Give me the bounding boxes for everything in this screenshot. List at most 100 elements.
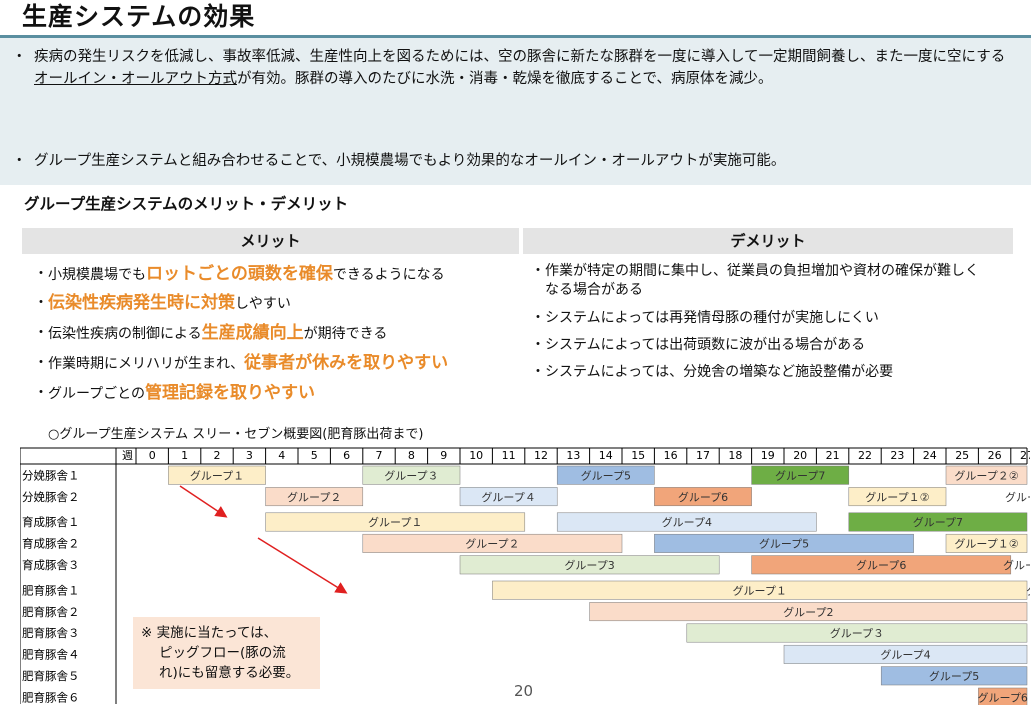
gantt-bar-label: グループ7 (1026, 583, 1030, 597)
section-heading: グループ生産システムのメリット・デメリット (24, 195, 349, 213)
week-number: 18 (728, 449, 742, 462)
merit-text: しやすい (235, 296, 291, 312)
merit-highlight: 管理記録を取りやすい (145, 383, 316, 403)
summary-text: が有効。豚群の導入のたびに水洗・消毒・乾燥を徹底することで、病原体を減少。 (237, 71, 773, 87)
gantt-bar (945, 533, 1028, 553)
bullet: ・ (531, 337, 545, 353)
gantt-bar-label: グループ１ (190, 468, 244, 482)
week-number: 10 (469, 449, 483, 462)
bullet: ・ (531, 310, 545, 326)
week-number: 6 (343, 449, 350, 462)
week-number: 8 (408, 449, 415, 462)
gantt-bar (751, 465, 850, 485)
week-number: 7 (376, 449, 383, 462)
gantt-bar-label: グループ１ (733, 583, 787, 597)
merit-text: 小規模農場でも (48, 267, 146, 283)
week-number: 1 (181, 449, 188, 462)
week-number: 4 (278, 449, 285, 462)
bullet: ・ (34, 325, 48, 341)
gantt-bar-label: グループ１② (954, 537, 1018, 551)
gantt-bar-label: グループ３ (384, 468, 438, 482)
gantt-bar-label: グループ4 (880, 648, 930, 662)
gantt-bar-label: グループ２② (954, 468, 1018, 482)
demerit-text: システムによっては、分娩舎の増築など施設整備が必要 (545, 364, 894, 380)
gantt-bar-label: グループ3 (564, 558, 614, 572)
week-number: 5 (311, 449, 318, 462)
bullet: ・ (34, 266, 48, 282)
week-number: 21 (826, 449, 840, 462)
gantt-bar-label: グループ3② (1005, 490, 1030, 504)
gantt-bar-label: グループ３ (830, 626, 884, 640)
gantt-bar-label: グループ１ (368, 515, 422, 529)
gantt-bar-label: グループ7 (775, 468, 825, 482)
title-rule (0, 35, 1031, 38)
merit-item: ・ 作業時期にメリハリが生まれ、従事者が休みを取りやすい (34, 348, 514, 378)
bullet: ・ (12, 49, 27, 65)
row-label: 肥育豚舎３ (22, 626, 80, 640)
pig-flow-note: ※ 実施に当たっては、 ピッグフロー(豚の流 れ)にも留意する必要。 (133, 617, 320, 689)
summary-text: グループ生産システムと組み合わせることで、小規模農場でもより効果的なオールイン・… (34, 153, 786, 169)
note-line: ピッグフロー(豚の流 (159, 645, 286, 661)
gantt-bar-label: グループ6 (856, 558, 906, 572)
week-number: 15 (631, 449, 645, 462)
demerit-item: ・ 作業が特定の期間に集中し、従業員の負担増加や資材の確保が難しくなる場合がある (531, 262, 981, 300)
merit-text: 作業時期にメリハリが生まれ、 (48, 356, 245, 372)
demerit-text: システムによっては出荷頭数に波が出る場合がある (545, 337, 866, 353)
gantt-bar-label: グループ6 (978, 690, 1028, 704)
gantt-bar-label: グループ5 (581, 468, 631, 482)
merit-text: できるようになる (332, 267, 445, 283)
demerit-item: ・ システムによっては再発情母豚の種付が実施しにくい (531, 309, 981, 328)
gantt-bar (265, 512, 526, 532)
week-number: 19 (761, 449, 775, 462)
merit-item: ・ グループごとの管理記録を取りやすい (34, 378, 514, 408)
row-label: 育成豚舎１ (22, 515, 80, 529)
gantt-bar (654, 487, 752, 507)
flow-arrow (257, 537, 348, 594)
row-label: 育成豚舎２ (22, 537, 80, 551)
week-number: 3 (246, 449, 253, 462)
demerits-list: ・ 作業が特定の期間に集中し、従業員の負担増加や資材の確保が難しくなる場合がある… (531, 262, 981, 382)
gantt-bar-label: グループ２ (287, 490, 341, 504)
row-label: 肥育豚舎４ (22, 648, 80, 662)
summary-item-1: ・ 疾病の発生リスクを低減し、事故率低減、生産性向上を図るためには、空の豚舎に新… (12, 46, 1019, 90)
week-number: 27 (1020, 449, 1030, 462)
week-number: 2 (214, 449, 221, 462)
merits-header: メリット (22, 228, 519, 254)
demerit-text: システムによっては再発情母豚の種付が実施しにくい (545, 310, 879, 326)
row-label: 肥育豚舎６ (22, 690, 80, 704)
bullet: ・ (12, 153, 27, 169)
row-label: 分娩豚舎２ (22, 490, 80, 504)
gantt-bar (265, 487, 364, 507)
gantt-bar-label: グループ４ (481, 490, 535, 504)
week-number: 12 (534, 449, 548, 462)
week-number: 0 (149, 449, 156, 462)
summary-text: 疾病の発生リスクを低減し、事故率低減、生産性向上を図るためには、空の豚舎に新たな… (34, 49, 1006, 65)
week-header-label: 週 (122, 449, 133, 462)
gantt-bar (589, 602, 1028, 622)
week-number: 11 (502, 449, 516, 462)
gantt-bar-label: グループ7 (913, 515, 963, 529)
gantt-bar-label: グループ5 (759, 537, 809, 551)
gantt-bar (978, 687, 1028, 705)
week-number: 23 (890, 449, 904, 462)
week-number: 20 (793, 449, 807, 462)
gantt-bar-label: グループ4 (662, 515, 712, 529)
merits-list: ・ 小規模農場でもロットごとの頭数を確保できるようになる ・ 伝染性疾病発生時に… (34, 260, 514, 408)
gantt-bar (880, 666, 1028, 686)
gantt-bar (783, 644, 1028, 664)
demerit-item: ・ システムによっては出荷頭数に波が出る場合がある (531, 336, 981, 355)
gantt-bar (459, 555, 720, 575)
bullet: ・ (34, 295, 48, 311)
gantt-bar (168, 465, 266, 485)
summary-item-2: ・ グループ生産システムと組み合わせることで、小規模農場でもより効果的なオールイ… (12, 150, 1019, 172)
gantt-bar (654, 533, 914, 553)
gantt-bar (556, 465, 655, 485)
merit-item: ・ 伝染性疾病発生時に対策しやすい (34, 288, 514, 318)
gantt-bar-label: グループ5 (929, 669, 979, 683)
all-in-all-out-term: オールイン・オールアウト方式 (34, 71, 237, 87)
week-number: 14 (599, 449, 613, 462)
demerits-header: デメリット (523, 228, 1013, 254)
gantt-caption: ○グループ生産システム スリー・セブン概要図(肥育豚出荷まで) (48, 427, 424, 442)
page-title: 生産システムの効果 (22, 2, 256, 31)
